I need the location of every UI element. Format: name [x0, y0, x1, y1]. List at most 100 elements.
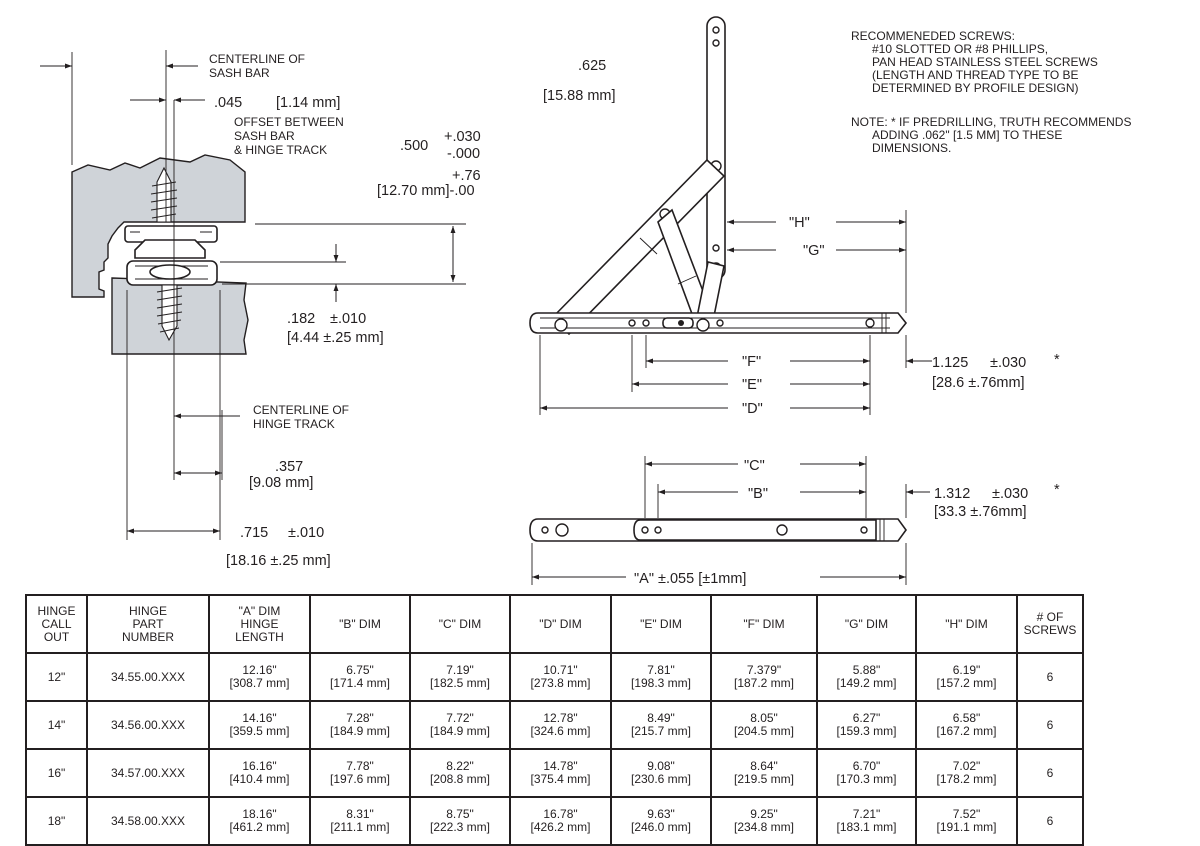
- header-line: PART: [132, 616, 164, 631]
- header-line: "F" DIM: [743, 616, 785, 631]
- hinge-closed-view: "C" "B" "A" ±.055 [±1mm] 1.312 ±.030 * […: [529, 456, 1060, 587]
- header-line: HINGE: [128, 603, 167, 618]
- dim715-tol: ±.010: [288, 525, 324, 541]
- table-cell-b-dim: 6.75"[171.4 mm]: [309, 652, 411, 702]
- value-inches: 8.64": [750, 759, 778, 773]
- table-cell-hinge-part-number: 34.57.00.XXX: [86, 748, 210, 798]
- table-cell-f-dim: 8.05"[204.5 mm]: [710, 700, 818, 750]
- dim357-value: .357: [275, 459, 303, 475]
- table-cell-c-dim: 7.19"[182.5 mm]: [409, 652, 511, 702]
- table-cell-g-dim: 7.21"[183.1 mm]: [816, 796, 917, 846]
- value-inches: 9.63": [647, 807, 675, 821]
- value-inches: 14.16": [242, 711, 277, 725]
- table-cell-hinge-part-number: 34.58.00.XXX: [86, 796, 210, 846]
- height-tol-minus: -.000: [447, 146, 480, 162]
- notes-block: RECOMMENEDED SCREWS: #10 SLOTTED OR #8 P…: [851, 29, 1131, 155]
- dim1312-mm: [33.3 ±.76mm]: [934, 504, 1027, 520]
- offset-value: .045: [214, 95, 242, 111]
- value-mm: [178.2 mm]: [936, 772, 997, 786]
- value-mm: [222.3 mm]: [429, 820, 491, 834]
- screw-lower: [156, 284, 183, 342]
- table-cell-b-dim: 8.31"[211.1 mm]: [309, 796, 411, 846]
- screws-note-5: DETERMINED BY PROFILE DESIGN): [872, 81, 1078, 95]
- label-e: "E": [742, 377, 762, 393]
- table-cell-b-dim: 7.28"[184.9 mm]: [309, 700, 411, 750]
- hinge-track-profile: [124, 225, 218, 286]
- value-inches: 6.70": [852, 759, 881, 773]
- table-cell-h-dim: 6.58"[167.2 mm]: [915, 700, 1018, 750]
- value-inches: 8.75": [446, 807, 474, 821]
- table-cell-num-screws: 6: [1016, 700, 1084, 750]
- table-cell-f-dim: 9.25"[234.8 mm]: [710, 796, 818, 846]
- dim1312-value: 1.312: [934, 486, 970, 502]
- header-line: NUMBER: [121, 629, 174, 644]
- dim1125-mm: [28.6 ±.76mm]: [932, 375, 1025, 391]
- offset-label-2: SASH BAR: [234, 129, 295, 143]
- dim715-mm: [18.16 ±.25 mm]: [226, 553, 331, 569]
- value-mm: [157.2 mm]: [936, 676, 997, 690]
- table-cell-hinge-call-out: 12": [25, 652, 88, 702]
- table-cell-hinge-call-out: 18": [25, 796, 88, 846]
- table-cell-num-screws: 6: [1016, 652, 1084, 702]
- predrill-note-3: DIMENSIONS.: [872, 141, 951, 155]
- table-cell-h-dim: 7.52"[191.1 mm]: [915, 796, 1018, 846]
- hinge-technical-drawing: CENTERLINE OF SASH BAR .045 [1.14 mm] OF…: [40, 16, 1131, 587]
- value-inches: 8.22": [446, 759, 474, 773]
- value-inches: 12.78": [543, 711, 578, 725]
- header-line: # OF: [1036, 610, 1064, 624]
- table-cell-hinge-part-number: 34.55.00.XXX: [86, 652, 210, 702]
- table-cell-b-dim: 7.78"[197.6 mm]: [309, 748, 411, 798]
- value-inches: 6.58": [952, 711, 981, 725]
- table-cell-hinge-call-out: 14": [25, 700, 88, 750]
- label-c: "C": [744, 458, 765, 474]
- dim1312-asterisk: *: [1054, 482, 1060, 498]
- value-inches: 18.16": [242, 807, 277, 821]
- table-cell-e-dim: 7.81"[198.3 mm]: [610, 652, 712, 702]
- height-value: .500: [400, 138, 428, 154]
- sash-frame-profile: [71, 154, 246, 298]
- screws-note-1: RECOMMENEDED SCREWS:: [851, 29, 1015, 43]
- label-a: "A" ±.055 [±1mm]: [634, 571, 746, 587]
- height-mm-tol-plus: +.76: [452, 168, 481, 184]
- height-tol-plus: +.030: [444, 129, 481, 145]
- header-line: HINGE: [37, 603, 76, 618]
- label-g: "G": [803, 243, 825, 259]
- value-inches: 8.49": [647, 711, 675, 725]
- value-mm: [198.3 mm]: [630, 676, 692, 690]
- header-line: "D" DIM: [539, 616, 582, 631]
- value-inches: 7.78": [346, 759, 374, 773]
- value-mm: [375.4 mm]: [530, 772, 591, 786]
- cross-section-view: CENTERLINE OF SASH BAR .045 [1.14 mm] OF…: [40, 50, 481, 569]
- value-inches: 7.72": [446, 711, 474, 725]
- closed-arm: [633, 519, 877, 541]
- value-inches: 16.78": [543, 807, 578, 821]
- table-cell-e-dim: 8.49"[215.7 mm]: [610, 700, 712, 750]
- window-frame-profile: [111, 277, 249, 355]
- table-cell-a-dim: 12.16"[308.7 mm]: [208, 652, 311, 702]
- header-line: "E" DIM: [640, 616, 682, 631]
- header-b-dim: "B" DIM: [309, 594, 411, 654]
- value-mm: [184.9 mm]: [429, 724, 491, 738]
- header-line: "B" DIM: [339, 616, 381, 631]
- value-mm: [171.4 mm]: [329, 676, 391, 690]
- table-cell-d-dim: 16.78"[426.2 mm]: [509, 796, 612, 846]
- screws-note-3: PAN HEAD STAINLESS STEEL SCREWS: [872, 55, 1098, 69]
- value-inches: 6.75": [346, 663, 374, 677]
- value-mm: [159.3 mm]: [836, 724, 897, 738]
- screw-upper: [150, 166, 178, 223]
- table-cell-e-dim: 9.08"[230.6 mm]: [610, 748, 712, 798]
- value-mm: [410.4 mm]: [229, 772, 290, 786]
- header-g-dim: "G" DIM: [816, 594, 917, 654]
- height-mm: [12.70 mm]-.00: [377, 183, 475, 199]
- arm-width-value: .625: [578, 58, 606, 74]
- table-cell-num-screws: 6: [1016, 796, 1084, 846]
- value-mm: [273.8 mm]: [530, 676, 591, 690]
- value-mm: [182.5 mm]: [429, 676, 491, 690]
- sash-arm: [706, 16, 726, 280]
- header-line: "C" DIM: [438, 616, 482, 631]
- header-line: "G" DIM: [844, 616, 889, 631]
